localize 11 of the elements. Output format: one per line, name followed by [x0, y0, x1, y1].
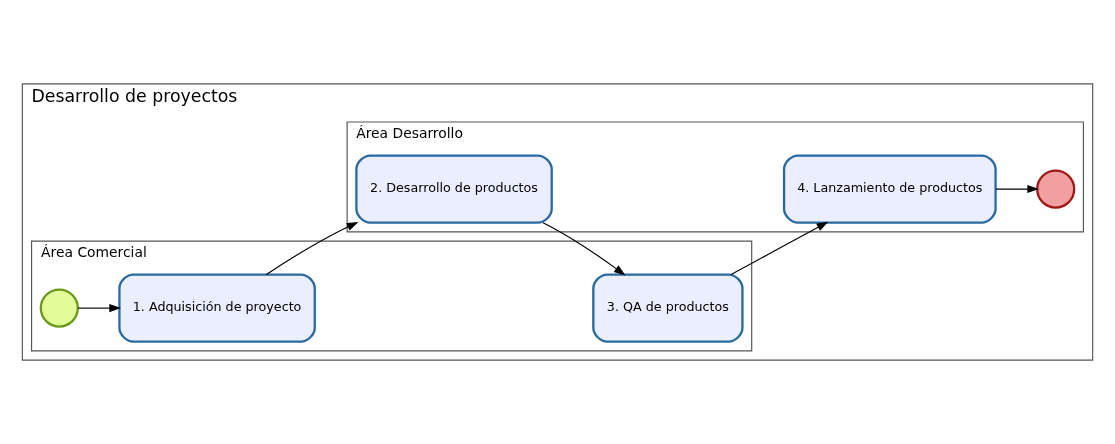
arrow [730, 221, 829, 276]
node-box: 1. Adquisición de proyecto [118, 273, 316, 343]
node-circle [39, 288, 79, 328]
arrow [77, 304, 121, 313]
node-box: 4. Lanzamiento de productos [782, 154, 997, 224]
node-box: 3. QA de productos [592, 273, 744, 343]
node-circle [1036, 169, 1076, 209]
arrow [265, 221, 359, 275]
arrow [542, 222, 626, 276]
arrow [995, 185, 1039, 194]
node-box: 2. Desarrollo de productos [355, 154, 553, 224]
